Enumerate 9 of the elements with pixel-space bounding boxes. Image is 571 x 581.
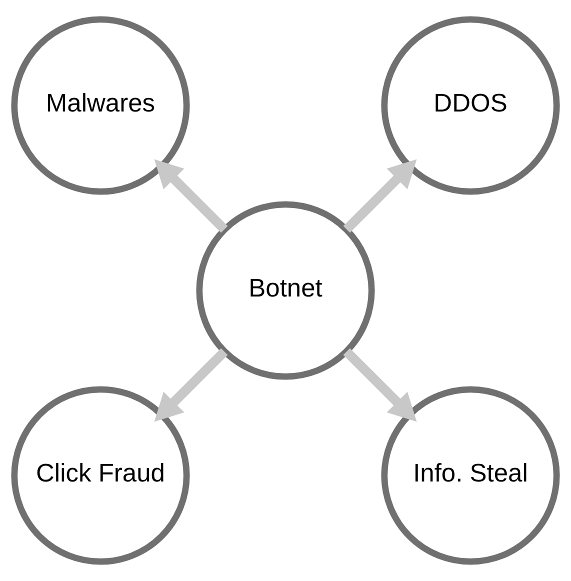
arrow xyxy=(343,348,417,422)
node-circle: Malwares xyxy=(11,16,190,195)
arrow xyxy=(343,159,417,233)
arrow xyxy=(154,159,228,233)
node-circle: Botnet xyxy=(196,201,375,380)
node-circle: Info. Steal xyxy=(381,386,560,565)
node-circle: Click Fraud xyxy=(11,386,190,565)
node-circle: DDOS xyxy=(381,16,560,195)
arrow xyxy=(154,348,228,422)
